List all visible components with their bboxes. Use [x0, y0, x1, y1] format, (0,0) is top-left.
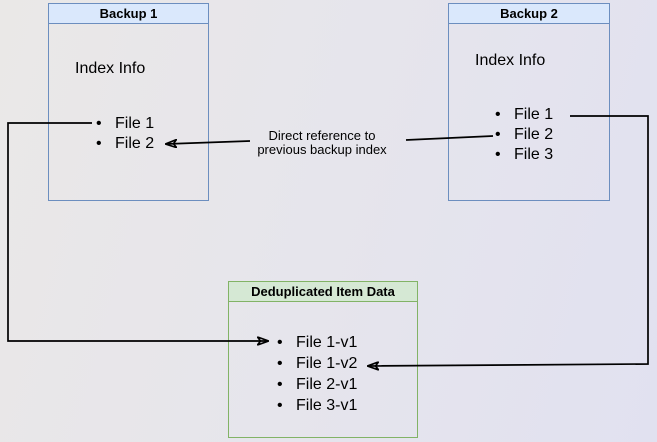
backup1-file-item: • File 2 [96, 134, 154, 154]
backup1-title: Backup 1 [49, 4, 208, 24]
bullet-icon: • [495, 106, 501, 123]
backup2-index-info-label: Index Info [475, 52, 546, 69]
backup2-title: Backup 2 [449, 4, 609, 24]
dedup-item: • File 1-v2 [277, 353, 357, 374]
backup2-file-item: • File 3 [495, 145, 553, 165]
backup1-file-item: • File 1 [96, 114, 154, 134]
bullet-icon: • [495, 126, 501, 143]
backup1-node: Backup 1 [48, 3, 209, 201]
dedup-title: Deduplicated Item Data [229, 282, 417, 302]
bullet-icon: • [96, 115, 102, 132]
backup2-file-item: • File 1 [495, 105, 553, 125]
file-label: File 3 [514, 146, 554, 163]
backup2-file-item: • File 2 [495, 125, 553, 145]
file-label: File 2 [514, 126, 554, 143]
file-label: File 2-v1 [296, 376, 358, 393]
backup2-node: Backup 2 [448, 3, 610, 201]
file-label: File 1 [115, 115, 155, 132]
backup1-index-info-label: Index Info [75, 60, 146, 77]
bullet-icon: • [277, 376, 283, 393]
bullet-icon: • [277, 334, 283, 351]
edge-label: Direct reference to previous backup inde… [240, 129, 404, 157]
edge-label-line2: previous backup index [257, 142, 387, 157]
dedup-item: • File 2-v1 [277, 374, 357, 395]
dedup-item: • File 3-v1 [277, 395, 357, 416]
bullet-icon: • [277, 355, 283, 372]
bullet-icon: • [277, 397, 283, 414]
file-label: File 2 [115, 135, 155, 152]
file-label: File 1-v2 [296, 355, 358, 372]
edge-label-line1: Direct reference to [268, 128, 376, 143]
bullet-icon: • [495, 146, 501, 163]
dedup-item: • File 1-v1 [277, 332, 357, 353]
file-label: File 3-v1 [296, 397, 358, 414]
bullet-icon: • [96, 135, 102, 152]
file-label: File 1-v1 [296, 334, 358, 351]
file-label: File 1 [514, 106, 554, 123]
